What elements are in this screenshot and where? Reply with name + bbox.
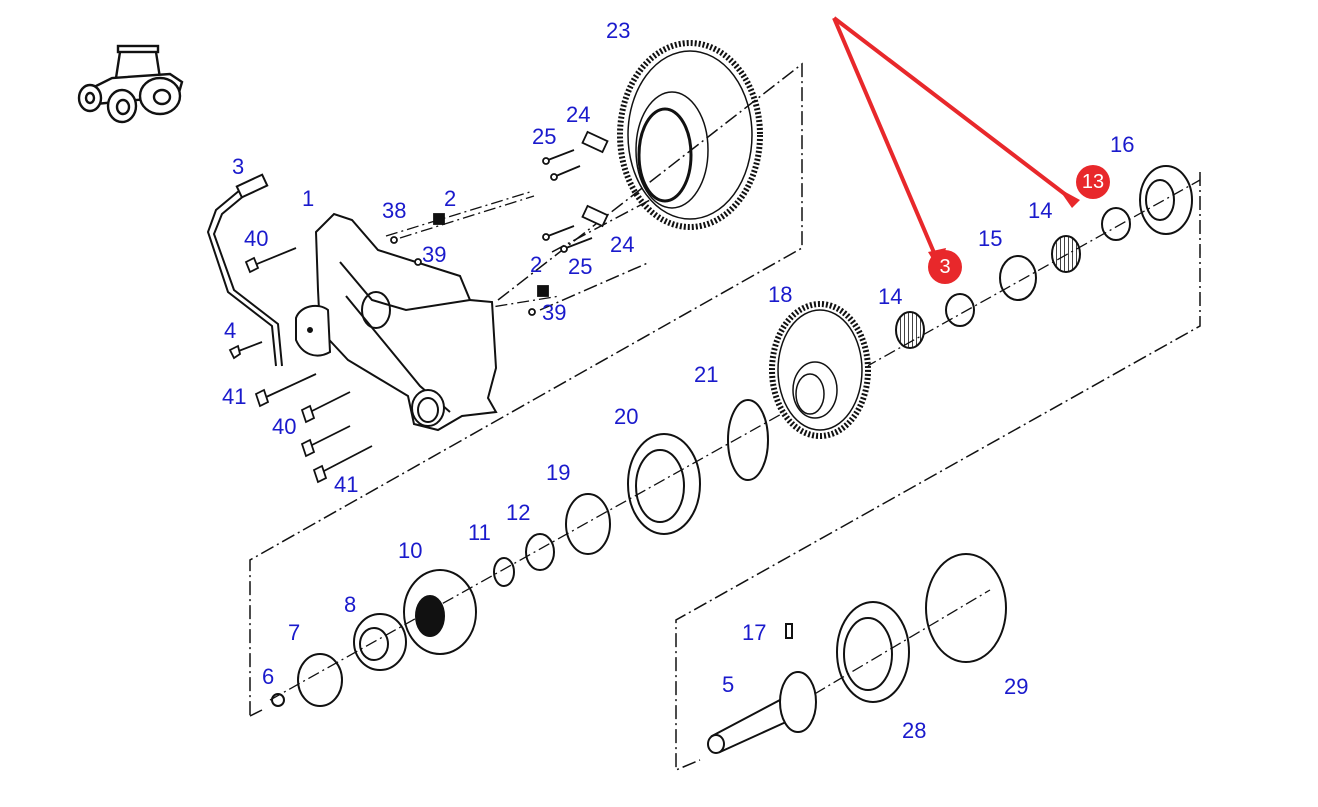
part-label-40: 40 (272, 414, 297, 439)
part-label-21: 21 (694, 362, 719, 387)
part-label-41: 41 (222, 384, 247, 409)
part-label-18: 18 (768, 282, 793, 307)
part-label-3: 3 (232, 154, 245, 179)
part-label-38: 38 (382, 198, 407, 223)
part-label-14: 14 (1028, 198, 1053, 223)
part-label-24: 24 (610, 232, 635, 257)
highlight-arrows (832, 16, 1080, 272)
assembly-frame-lines (249, 62, 1201, 772)
highlight-badge-13: 13 (1076, 165, 1110, 199)
part-label-15: 15 (978, 226, 1003, 251)
part-label-11: 11 (468, 520, 491, 545)
gear-part-18 (769, 301, 871, 439)
part-label-4: 4 (224, 318, 237, 343)
part-label-19: 19 (546, 460, 571, 485)
part-label-6: 6 (262, 664, 275, 689)
housing-part-1 (295, 212, 498, 432)
part-label-25: 25 (568, 254, 593, 279)
part-label-5: 5 (722, 672, 735, 697)
part-label-39: 39 (422, 242, 447, 267)
part-label-2: 2 (444, 186, 457, 211)
gear-part-23 (617, 40, 763, 230)
part-label-1: 1 (302, 186, 315, 211)
part-label-17: 17 (742, 620, 767, 645)
part-label-14: 14 (878, 284, 903, 309)
part-label-40: 40 (244, 226, 269, 251)
highlight-badge-3: 3 (928, 250, 962, 284)
part-label-12: 12 (506, 500, 531, 525)
part-label-2: 2 (530, 252, 543, 277)
part-label-24: 24 (566, 102, 591, 127)
part-label-29: 29 (1004, 674, 1029, 699)
part-label-23: 23 (606, 18, 631, 43)
pipe-part-3 (206, 173, 283, 367)
part-label-10: 10 (398, 538, 423, 563)
bolts (228, 130, 609, 484)
part-label-16: 16 (1110, 132, 1135, 157)
tractor-icon (77, 44, 184, 124)
rings-and-bearings (271, 165, 1193, 707)
part-label-28: 28 (902, 718, 927, 743)
part-label-25: 25 (532, 124, 557, 149)
part-label-7: 7 (288, 620, 301, 645)
part-label-8: 8 (344, 592, 357, 617)
shaft-part-5 (707, 623, 817, 754)
part-label-41: 41 (334, 472, 359, 497)
part-label-39: 39 (542, 300, 567, 325)
part-label-20: 20 (614, 404, 639, 429)
